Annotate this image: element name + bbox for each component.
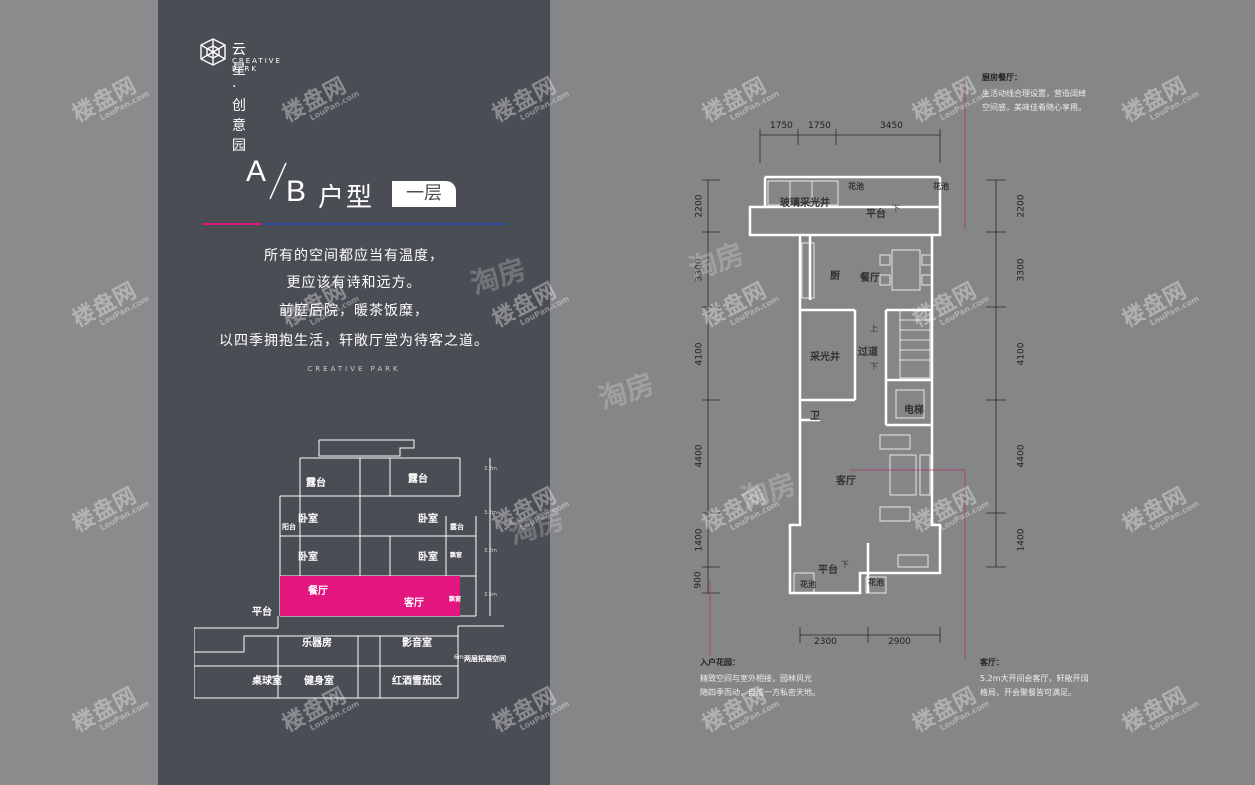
plan-room-keting: 客厅: [836, 476, 856, 487]
plan-room-pingtai-bottom: 平台: [818, 565, 838, 576]
watermark-text: 楼盘网: [68, 683, 142, 738]
page-title: A B 户型 一层: [246, 155, 486, 215]
plan-room-dianti: 电梯: [904, 405, 924, 416]
plan-room-huachi-3: 花池: [800, 580, 816, 589]
brand-name-en: CREATIVE PARK: [232, 57, 282, 73]
watermark-text: 楼盘网: [68, 73, 142, 128]
section-height-2: 3.2m: [484, 510, 497, 516]
section-room-woshi-2: 卧室: [418, 514, 438, 525]
intro-line-1: 所有的空间都应当有温度，: [264, 248, 444, 264]
section-room-lutai-right: 露台: [408, 474, 428, 485]
title-slash: [269, 162, 287, 200]
note-kitchen: 厨房餐厅： 生活动线合理设置，营造阔绰 空间感，美味佳肴随心享用。: [982, 72, 1086, 115]
watermark-text: 楼盘网: [68, 483, 142, 538]
section-room-piaochuang-2: 飘窗: [449, 596, 462, 603]
plan-room-huachi-2: 花池: [933, 182, 949, 191]
section-room-woshi-3: 卧室: [298, 552, 318, 563]
note-living-line-2: 格局，开会聚餐皆可满足。: [980, 688, 1076, 697]
plan-room-canting: 餐厅: [860, 273, 880, 284]
accent-line-pink: [202, 223, 262, 225]
plan-room-glass-well: 玻璃采光井: [780, 198, 830, 209]
right-panel: [550, 0, 1255, 785]
floor-plan: 1750 1750 3450 2300 2900 2200 3300 4100 …: [690, 115, 1050, 655]
section-height-3: 3.2m: [484, 548, 497, 554]
section-height-4: 3.5m: [484, 592, 497, 598]
note-living: 客厅： 5.2m大开间会客厅，轩敞开阔 格局，开会聚餐皆可满足。: [980, 657, 1089, 700]
section-room-yangtai: 阳台: [282, 523, 296, 531]
plan-room-chu: 厨: [830, 271, 840, 282]
plan-room-huachi-4: 花池: [868, 578, 884, 587]
note-kitchen-line-2: 空间感，美味佳肴随心享用。: [982, 103, 1086, 112]
title-letter-a: A: [246, 155, 267, 188]
note-garden-title: 入户花园：: [700, 658, 740, 667]
note-kitchen-title: 厨房餐厅：: [982, 73, 1022, 82]
watermark-text-en: LouPan.com: [98, 498, 151, 533]
note-garden-line-2: 随四季而动，自成一方私密天地。: [700, 688, 820, 697]
plan-room-pingtai-top: 平台: [866, 209, 886, 220]
plan-stair-down-bottom: 下: [841, 560, 849, 569]
plan-room-wei: 卫: [810, 411, 820, 422]
intro-line-2: 更应该有诗和远方。: [286, 275, 422, 291]
dim-bottom-2: 2900: [888, 637, 911, 647]
plan-stair-down-top: 下: [892, 204, 900, 213]
section-room-piaochuang-1: 飘窗: [450, 552, 463, 559]
intro-line-3: 前庭后院，暖茶饭糜，: [279, 303, 429, 319]
section-room-jianshenshi: 健身室: [304, 676, 334, 687]
note-garden-line-1: 精致空间与室外相接，园林风光: [700, 674, 812, 683]
floor-badge: 一层: [392, 181, 456, 207]
accent-line-blue: [262, 223, 508, 225]
brand-name-cn: 云星·创意园: [232, 42, 247, 154]
plan-stair-down-mid: 下: [870, 362, 878, 371]
dim-top-2: 1750: [808, 121, 831, 131]
section-height-1: 3.2m: [484, 466, 497, 472]
plan-room-guodao: 过道: [858, 347, 878, 358]
note-living-title: 客厅：: [980, 658, 1004, 667]
section-room-zhuoqiushi: 桌球室: [252, 676, 282, 687]
section-room-yingyinshi: 影音室: [402, 638, 432, 649]
intro-line-4: 以四季拥抱生活，轩敞厅堂为待客之道。: [219, 333, 489, 349]
plan-stair-up: 上: [870, 324, 878, 333]
dim-bottom-1: 2300: [814, 637, 837, 647]
watermark-text-en: LouPan.com: [98, 698, 151, 733]
floor-plan-lines: [702, 129, 1006, 643]
section-room-hongjiu: 红酒雪茄区: [392, 676, 442, 687]
section-drawing: 露台 露台 卧室 卧室 阳台 露台 卧室 卧室 飘窗 餐厅 客厅 飘窗 平台 乐…: [194, 430, 514, 730]
title-huxing: 户型: [318, 183, 375, 213]
cube-logo-icon: [200, 38, 226, 66]
section-room-woshi-1: 卧室: [298, 514, 318, 525]
section-room-canting: 餐厅: [308, 586, 328, 597]
section-room-pingtai: 平台: [252, 607, 272, 618]
leader-lines: [709, 78, 966, 660]
section-room-woshi-4: 卧室: [418, 552, 438, 563]
dim-top-3: 3450: [880, 121, 903, 131]
watermark-text: 楼盘网: [68, 278, 142, 333]
watermark-text-en: LouPan.com: [98, 293, 151, 328]
intro-en: CREATIVE PARK: [307, 365, 401, 373]
note-living-line-1: 5.2m大开间会客厅，轩敞开阔: [980, 674, 1089, 683]
plan-room-huachi-1: 花池: [848, 182, 864, 191]
note-kitchen-line-1: 生活动线合理设置，营造阔绰: [982, 89, 1086, 98]
brand-logo: 云星·创意园 CREATIVE PARK: [198, 37, 280, 154]
left-panel: 云星·创意园 CREATIVE PARK A B 户型 一层 所有的空间都应当有…: [158, 0, 550, 785]
section-basement-mark: 6m: [454, 654, 464, 661]
section-room-lutai-small: 露台: [450, 523, 464, 531]
note-garden: 入户花园： 精致空间与室外相接，园林风光 随四季而动，自成一方私密天地。: [700, 657, 820, 700]
watermark-text-en: LouPan.com: [98, 88, 151, 123]
section-room-yueqifang: 乐器房: [302, 638, 332, 649]
plan-room-caiguangjing: 采光井: [810, 352, 840, 363]
title-letter-b: B: [286, 175, 307, 208]
section-room-keting: 客厅: [404, 598, 424, 609]
section-room-lutai-left: 露台: [306, 478, 326, 489]
ground-floor-highlight: [280, 576, 460, 616]
dim-top-1: 1750: [770, 121, 793, 131]
section-basement-note: 两层拓展空间: [464, 655, 506, 663]
